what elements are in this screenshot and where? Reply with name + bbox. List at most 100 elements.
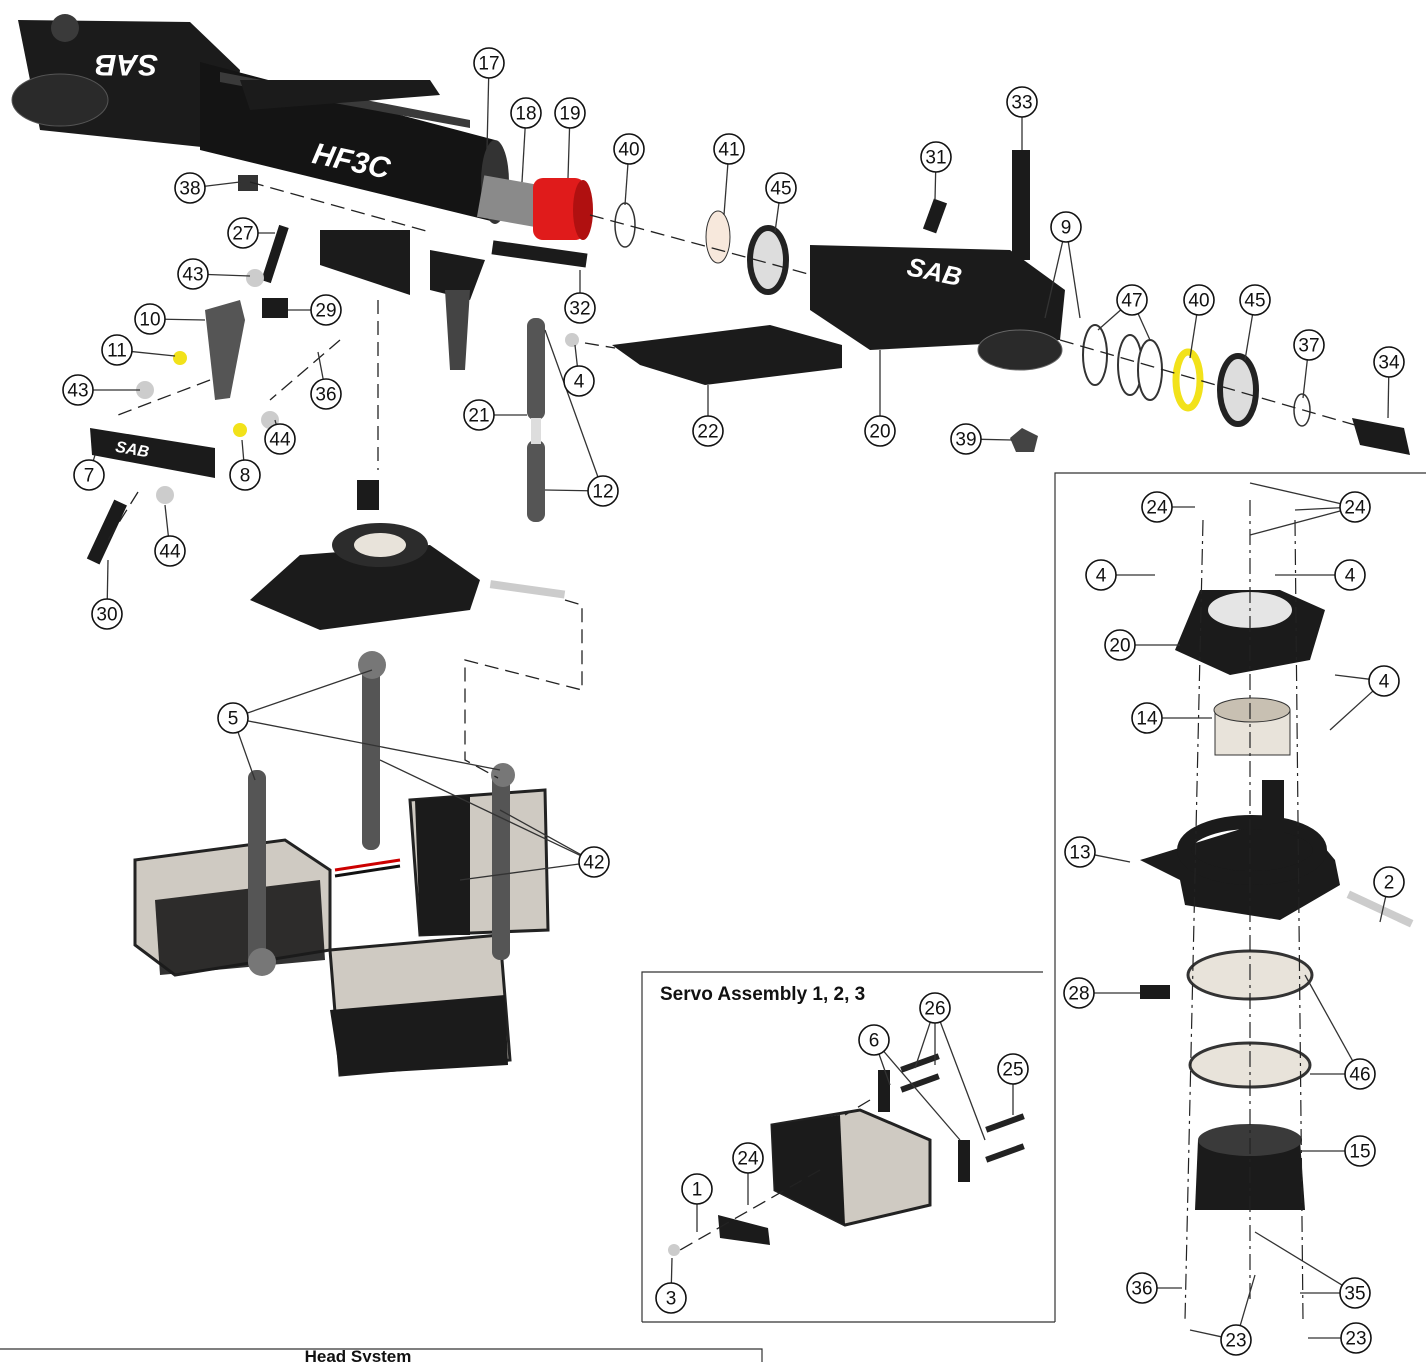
callout-40: 40 — [1183, 284, 1215, 316]
callout-number: 43 — [67, 381, 88, 402]
callout-38: 38 — [174, 172, 206, 204]
callout-number: 5 — [228, 709, 239, 730]
callout-number: 4 — [574, 372, 585, 393]
callout-37: 37 — [1293, 329, 1325, 361]
callout-18: 18 — [510, 97, 542, 129]
callout-32: 32 — [564, 292, 596, 324]
callout-27: 27 — [227, 217, 259, 249]
callout-circle — [217, 702, 249, 734]
callout-circle — [1116, 284, 1148, 316]
callout-47: 47 — [1116, 284, 1148, 316]
callout-45: 45 — [765, 172, 797, 204]
callout-circle — [563, 365, 595, 397]
callout-number: 39 — [955, 430, 976, 451]
callout-circle — [1104, 629, 1136, 661]
leader-line-18 — [521, 127, 526, 183]
callout-35: 35 — [1339, 1277, 1371, 1309]
callout-number: 10 — [139, 310, 160, 331]
callout-number: 24 — [1146, 498, 1168, 519]
callout-circle — [310, 378, 342, 410]
callout-26: 26 — [919, 992, 951, 1024]
callout-circle — [919, 992, 951, 1024]
callout-number: 38 — [179, 179, 200, 200]
head-system-title: Head System — [305, 1347, 412, 1362]
callout-circle — [1220, 1324, 1252, 1356]
callout-number: 12 — [592, 482, 613, 503]
callout-33: 33 — [1006, 86, 1038, 118]
callout-24: 24 — [1339, 491, 1371, 523]
callout-circle — [1050, 211, 1082, 243]
leader-line-7 — [92, 454, 96, 461]
callout-circle — [655, 1282, 687, 1314]
leader-line-36 — [317, 351, 324, 380]
callout-44: 44 — [154, 535, 186, 567]
callout-number: 33 — [1011, 93, 1032, 114]
callout-20: 20 — [864, 415, 896, 447]
callout-25: 25 — [997, 1053, 1029, 1085]
callout-circle — [510, 97, 542, 129]
red-spacer — [533, 178, 585, 240]
callout-number: 45 — [770, 179, 791, 200]
callout-number: 1 — [692, 1180, 703, 1201]
leader-line-12 — [544, 329, 599, 478]
servo-inset-artwork — [668, 1053, 1025, 1256]
callout-number: 4 — [1379, 672, 1390, 693]
callout-8: 8 — [229, 459, 261, 491]
callout-number: 23 — [1225, 1331, 1246, 1352]
pitch-link — [527, 318, 579, 522]
callout-number: 17 — [478, 54, 499, 75]
leader-line-43 — [207, 273, 251, 277]
callout-11: 11 — [101, 334, 133, 366]
callout-3: 3 — [655, 1282, 687, 1314]
callout-number: 6 — [869, 1031, 880, 1052]
leader-line-44 — [164, 504, 170, 537]
callout-number: 44 — [159, 542, 181, 563]
callout-circle — [858, 1024, 890, 1056]
callout-number: 27 — [232, 224, 253, 245]
callout-circle — [613, 133, 645, 165]
callout-14: 14 — [1131, 702, 1163, 734]
main-grip-left: SAB — [11, 14, 240, 150]
inset-frames: Servo Assembly 1, 2, 3 Head System — [0, 472, 1426, 1362]
callout-circle — [920, 141, 952, 173]
leader-lines — [92, 77, 1390, 1339]
callout-number: 15 — [1349, 1142, 1370, 1163]
leader-line-26 — [914, 1022, 931, 1069]
callout-number: 25 — [1002, 1060, 1023, 1081]
grip-brand-text: SAB — [95, 48, 158, 81]
leader-line-9 — [1044, 241, 1064, 319]
callout-circle — [101, 334, 133, 366]
callout-20: 20 — [1104, 629, 1136, 661]
callout-23: 23 — [1340, 1322, 1372, 1354]
callout-number: 40 — [1188, 291, 1209, 312]
callout-circle — [1368, 665, 1400, 697]
callout-number: 24 — [737, 1149, 759, 1170]
callout-circle — [463, 399, 495, 431]
callout-number: 34 — [1378, 353, 1400, 374]
callout-39: 39 — [950, 423, 982, 455]
callout-circle — [713, 133, 745, 165]
callout-4: 4 — [1368, 665, 1400, 697]
callout-circle — [587, 475, 619, 507]
leader-line-42 — [459, 863, 580, 881]
callout-10: 10 — [134, 303, 166, 335]
callout-4: 4 — [1085, 559, 1117, 591]
callout-2: 2 — [1373, 866, 1405, 898]
callout-circle — [1126, 1272, 1158, 1304]
leader-line-17 — [486, 77, 490, 151]
servos — [133, 651, 550, 1077]
callout-circle — [310, 294, 342, 326]
callout-circle — [1334, 559, 1366, 591]
callout-43: 43 — [177, 258, 209, 290]
callout-circle — [1063, 977, 1095, 1009]
callout-number: 20 — [869, 422, 890, 443]
callout-circle — [177, 258, 209, 290]
follower-arm: SAB — [86, 269, 279, 565]
callout-number: 36 — [315, 385, 336, 406]
callout-36: 36 — [1126, 1272, 1158, 1304]
callout-circle — [134, 303, 166, 335]
callout-circle — [1344, 1058, 1376, 1090]
leader-line-4 — [1334, 674, 1370, 680]
callout-number: 19 — [559, 104, 580, 125]
callout-number: 20 — [1109, 636, 1130, 657]
